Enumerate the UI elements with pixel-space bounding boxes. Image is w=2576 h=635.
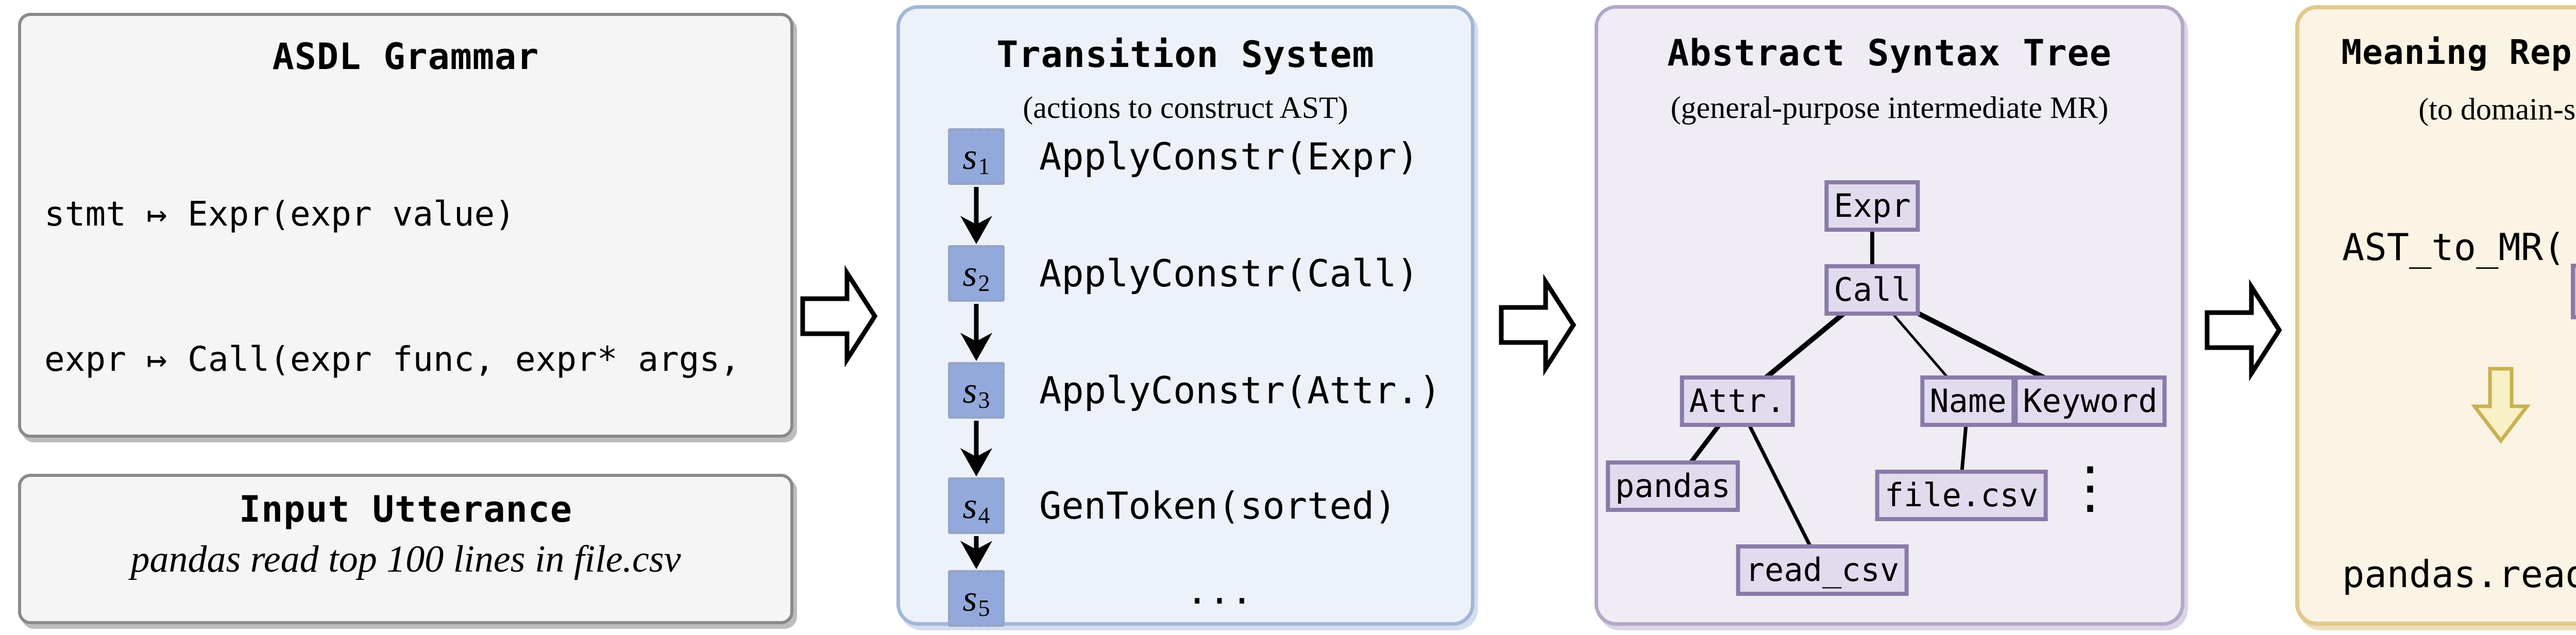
ast-node-pandas: pandas [1606,460,1740,512]
asdl-line: stmt ↦ Expr(expr value) [44,194,515,234]
action-apply-constr-attr: ApplyConstr(Attr.) [1039,369,1442,412]
asdl-grammar-title: ASDL Grammar [272,36,539,78]
action-apply-constr-call: ApplyConstr(Call) [1039,252,1419,295]
input-utterance-text: pandas read top 100 lines in file.csv [130,538,681,580]
state-symbol: s [962,485,977,526]
state-symbol: s [962,577,977,619]
ast-panel: Abstract Syntax Tree (general-purpose in… [1595,5,2184,626]
ast-node-keyword: Keyword [2013,375,2167,427]
yellow-down-arrow-icon [2470,367,2531,444]
ast-title: Abstract Syntax Tree [1667,32,2112,74]
mr-call-prefix: AST_to_MR( [2342,226,2566,269]
state-index: 3 [978,386,990,413]
state-index: 4 [978,502,990,528]
state-index: 5 [978,594,990,621]
state-index: 2 [978,269,990,296]
action-ellipsis: ... [1186,569,1253,612]
state-symbol: s [962,369,977,411]
state-symbol: s [962,135,977,177]
state-index: 1 [978,152,990,179]
action-apply-constr-expr: ApplyConstr(Expr) [1039,135,1419,178]
transition-system-panel: Transition System (actions to construct … [896,5,1475,627]
asdl-line: | Attribute(expr value, [44,626,740,635]
asdl-line: expr ↦ Call(expr func, expr* args, [44,339,741,379]
mr-subtitle: (to domain-specific MR) [2418,92,2576,126]
action-gen-token: GenToken(sorted) [1039,484,1397,527]
transition-system-subtitle: (actions to construct AST) [1023,91,1348,125]
ast-node-expr: Expr [1824,180,1920,232]
ast-node-read-csv: read_csv [1736,544,1909,596]
state-transition-arrows-icon [960,187,993,570]
ast-keyword-ellipsis: ⋮ [2062,456,2119,519]
meaning-representation-panel: Meaning Representation (to domain-specif… [2295,5,2576,626]
asdl-grammar-panel: ASDL Grammar stmt ↦ Expr(expr value) exp… [18,13,793,635]
mini-ast-icon [2571,264,2576,319]
input-utterance-title: Input Utterance [239,488,573,530]
transition-system-title: Transition System [996,33,1375,76]
ast-node-call: Call [1824,264,1920,316]
input-utterance-panel: Input Utterance pandas read top 100 line… [18,474,793,624]
flow-arrow-1-icon [800,265,878,368]
ast-node-name: Name [1920,375,2016,427]
ast-subtitle: (general-purpose intermediate MR) [1670,91,2109,125]
ast-node-attr: Attr. [1680,375,1795,427]
ast-tree-edges-icon [1671,206,2092,571]
flow-arrow-3-icon [2205,279,2282,382]
state-symbol: s [962,252,977,294]
flow-arrow-2-icon [1499,273,1577,376]
mr-title: Meaning Representation [2341,32,2576,72]
mr-code-line: pandas.read_csv( [2342,553,2576,596]
ast-node-file-csv: file.csv [1875,470,2048,521]
mr-code-block: pandas.read_csv( file.csv, nrows=100) [2342,450,2576,635]
